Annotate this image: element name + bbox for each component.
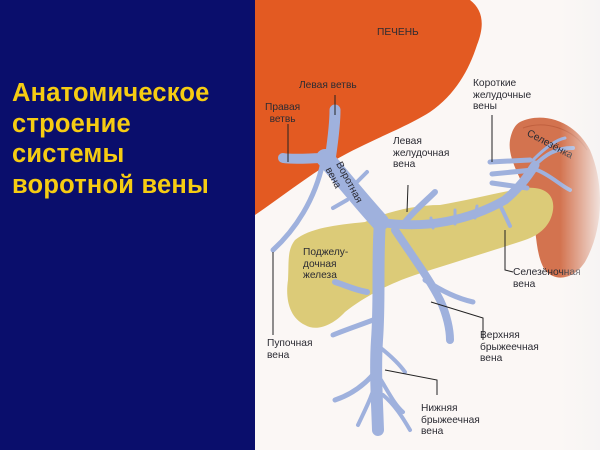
right-branch-label: Правая ветвь	[265, 102, 301, 125]
inferior-mesenteric-vein-label: Нижняя брыжеечная вена	[421, 403, 480, 437]
leader-lines	[272, 95, 514, 395]
splenic-vein-label: Селезёночная вена	[513, 267, 581, 290]
left-gastric-vein-label: Левая желудочная вена	[393, 136, 450, 170]
liver-label: ПЕЧЕНЬ	[377, 27, 419, 38]
title-line-2: строение	[12, 109, 131, 138]
short-gastric-veins-label: Короткие желудочные вены	[473, 78, 532, 112]
portal-vein-diagram: ПЕЧЕНЬ Левая ветвь Правая ветвь Короткие…	[255, 0, 600, 450]
left-branch-label: Левая ветвь	[299, 80, 357, 91]
pancreas-shape	[287, 187, 554, 328]
anatomy-illustration	[255, 0, 600, 436]
superior-mesenteric-vein-label: Верхняя брыжеечная вена	[480, 330, 539, 364]
vein-tree	[270, 104, 575, 436]
umbilical-vein-label: Пупочная вена	[267, 338, 313, 361]
slide-title: Анатомическое строение системы воротной …	[12, 78, 252, 200]
title-panel: Анатомическое строение системы воротной …	[0, 0, 255, 450]
title-line-4: воротной вены	[12, 170, 209, 199]
title-line-3: системы	[12, 140, 125, 168]
title-line-1: Анатомическое	[12, 79, 210, 107]
pancreas-label: Поджелу- дочная железа	[303, 247, 349, 281]
